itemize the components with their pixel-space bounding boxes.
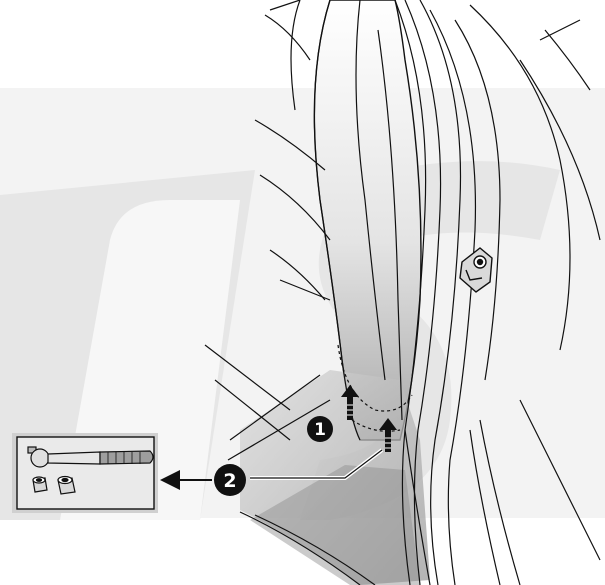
- callout-1: 1: [307, 416, 333, 442]
- socket-icon: [33, 477, 47, 492]
- callout-2: 2: [214, 464, 246, 496]
- tool-box: [12, 433, 158, 513]
- callout-1-label: 1: [314, 420, 326, 440]
- callout-2-label: 2: [223, 470, 236, 492]
- socket-icon: [58, 477, 75, 495]
